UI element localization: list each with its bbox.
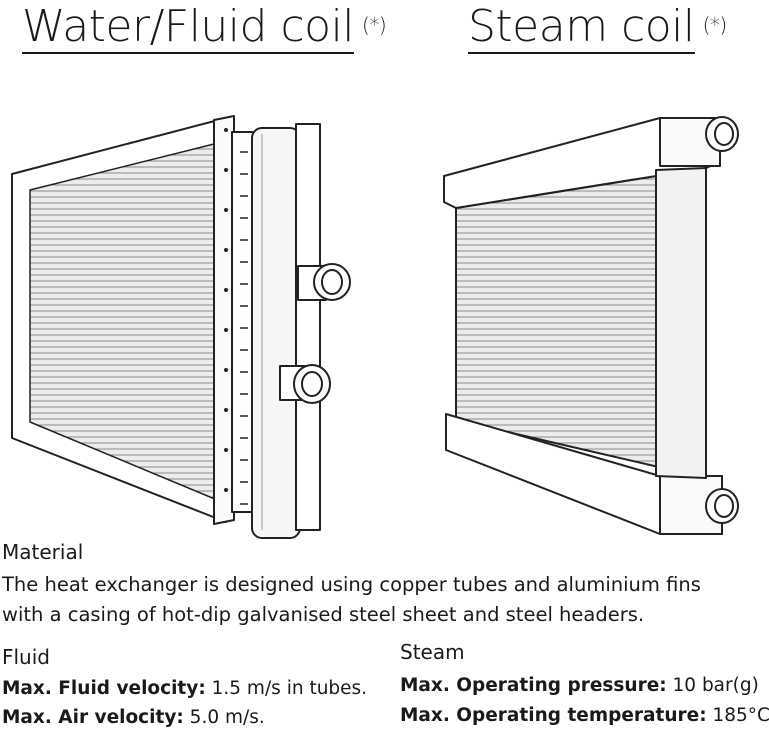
water-coil-footnote-mark: (*) (362, 13, 387, 37)
fluid-velocity-value: 1.5 m/s in tubes. (205, 678, 368, 699)
steam-temperature-label: Max. Operating temperature: (400, 705, 707, 726)
steam-temperature-value: 185°C (706, 705, 769, 726)
water-coil-illustration (11, 115, 351, 539)
air-velocity-value: 5.0 m/s. (183, 707, 265, 728)
material-description-line-2: with a casing of hot-dip galvanised stee… (2, 603, 645, 626)
steam-coil-footnote-mark: (*) (702, 13, 728, 37)
steam-coil-title-text: Steam coil (468, 1, 695, 54)
steam-coil-illustration (443, 116, 739, 535)
steam-pressure-label: Max. Operating pressure: (400, 675, 667, 696)
fluid-heading: Fluid (2, 645, 50, 669)
steam-temperature-spec: Max. Operating temperature: 185°C (400, 705, 769, 726)
fluid-velocity-spec: Max. Fluid velocity: 1.5 m/s in tubes. (2, 678, 367, 699)
steam-pressure-spec: Max. Operating pressure: 10 bar(g) (400, 675, 759, 696)
steam-heading: Steam (400, 640, 465, 664)
fluid-velocity-label: Max. Fluid velocity: (2, 678, 206, 699)
material-description-line-1: The heat exchanger is designed using cop… (2, 573, 701, 596)
steam-pressure-value: 10 bar(g) (666, 675, 759, 696)
air-velocity-spec: Max. Air velocity: 5.0 m/s. (2, 707, 265, 728)
water-coil-title: Water/Fluid coil (*) (22, 1, 387, 54)
material-heading: Material (2, 540, 84, 564)
steam-coil-title: Steam coil (*) (468, 1, 728, 54)
water-coil-title-text: Water/Fluid coil (22, 1, 355, 54)
air-velocity-label: Max. Air velocity: (2, 707, 184, 728)
